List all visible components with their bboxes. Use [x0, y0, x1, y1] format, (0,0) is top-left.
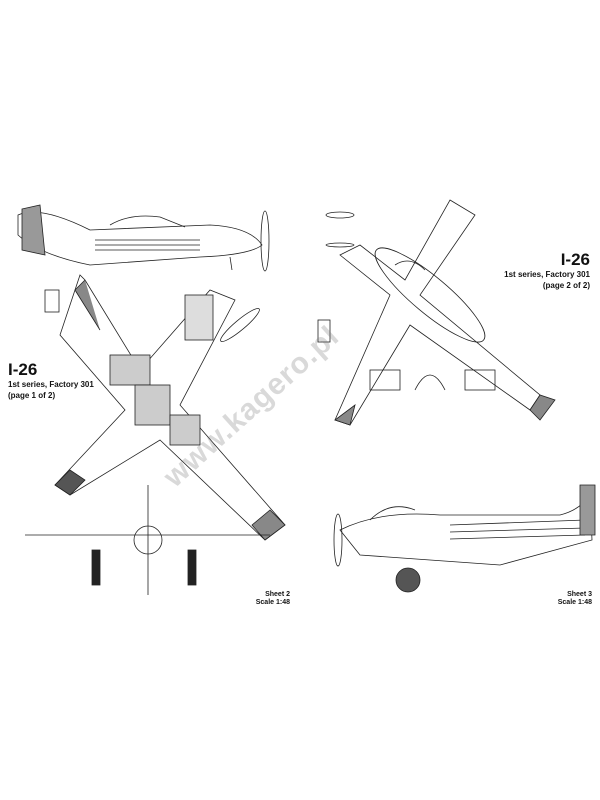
drawing-subtitle: 1st series, Factory 301	[8, 380, 94, 389]
drawing-title: I-26	[560, 250, 590, 269]
sheet-number: Sheet 2	[265, 591, 290, 598]
bottom-view	[317, 199, 556, 426]
sheet-label: Sheet 3 Scale 1:48	[558, 591, 592, 607]
drawing-page: (page 1 of 2)	[8, 391, 56, 400]
sheet-scale: Scale 1:48	[255, 599, 290, 606]
sheet-scale: Scale 1:48	[557, 599, 592, 606]
drawing-subtitle: 1st series, Factory 301	[504, 270, 590, 279]
side-view-right	[333, 484, 596, 593]
aircraft-drawing-right	[317, 199, 596, 593]
top-view	[44, 274, 286, 541]
sheet-right: I-26 1st series, Factory 301 (page 2 of …	[300, 195, 600, 615]
side-view	[17, 204, 270, 272]
drawing-title: I-26	[8, 360, 38, 379]
aircraft-drawing-left	[17, 204, 286, 595]
sheet-number: Sheet 3	[567, 591, 592, 598]
front-view	[25, 485, 270, 595]
sheet-left: I-26 1st series, Factory 301 (page 1 of …	[0, 195, 300, 615]
drawing-page: (page 2 of 2)	[542, 281, 590, 290]
section-details	[369, 369, 496, 391]
sheet-label: Sheet 2 Scale 1:48	[256, 591, 290, 607]
